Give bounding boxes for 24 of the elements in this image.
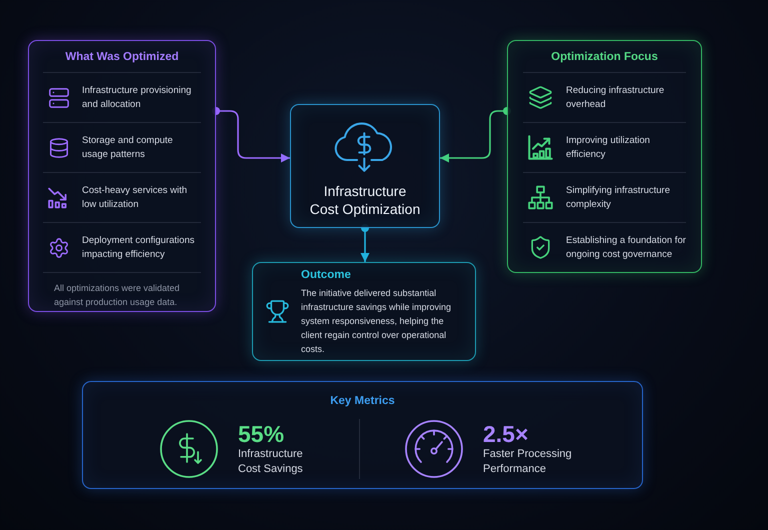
footnote-text: All optimizations were validated against production usage data. xyxy=(54,282,181,309)
panel-heading: What Was Optimized xyxy=(65,50,179,65)
list-item-text: Cost-heavy services with low utilization xyxy=(82,184,188,212)
list-item-text: Storage and compute usage patterns xyxy=(82,134,174,162)
section-heading: Key Metrics xyxy=(330,394,395,408)
list-item-text: Reducing infrastructure overhead xyxy=(566,84,666,112)
list-item-text: Simplifying infrastructure complexity xyxy=(566,184,672,212)
panel-heading: Optimization Focus xyxy=(551,50,658,65)
metric-label: Faster Processing Performance xyxy=(483,447,573,477)
list-item-text: Establishing a foundation for ongoing cost governance xyxy=(566,234,687,262)
card-title: Infrastructure Cost Optimization xyxy=(308,182,422,218)
list-panel xyxy=(28,40,216,312)
list-item-text: Deployment configurations impacting efficiency xyxy=(82,234,196,262)
metric-value: 55% xyxy=(238,421,284,447)
list-panel xyxy=(507,40,702,273)
metric-value: 2.5× xyxy=(483,421,528,447)
central-card xyxy=(290,104,440,228)
metrics-panel xyxy=(82,381,643,489)
list-item-text: Improving utilization efficiency xyxy=(566,134,651,162)
card-description: The initiative delivered substantial infrastructure savings while improving system responsiveness, helping the client regain control over operational costs. xyxy=(301,287,452,356)
outcome-card xyxy=(252,262,476,361)
metric-label: Infrastructure Cost Savings xyxy=(238,447,304,477)
list-item-text: Infrastructure provisioning and allocation xyxy=(82,84,192,112)
card-heading: Outcome xyxy=(301,268,351,283)
